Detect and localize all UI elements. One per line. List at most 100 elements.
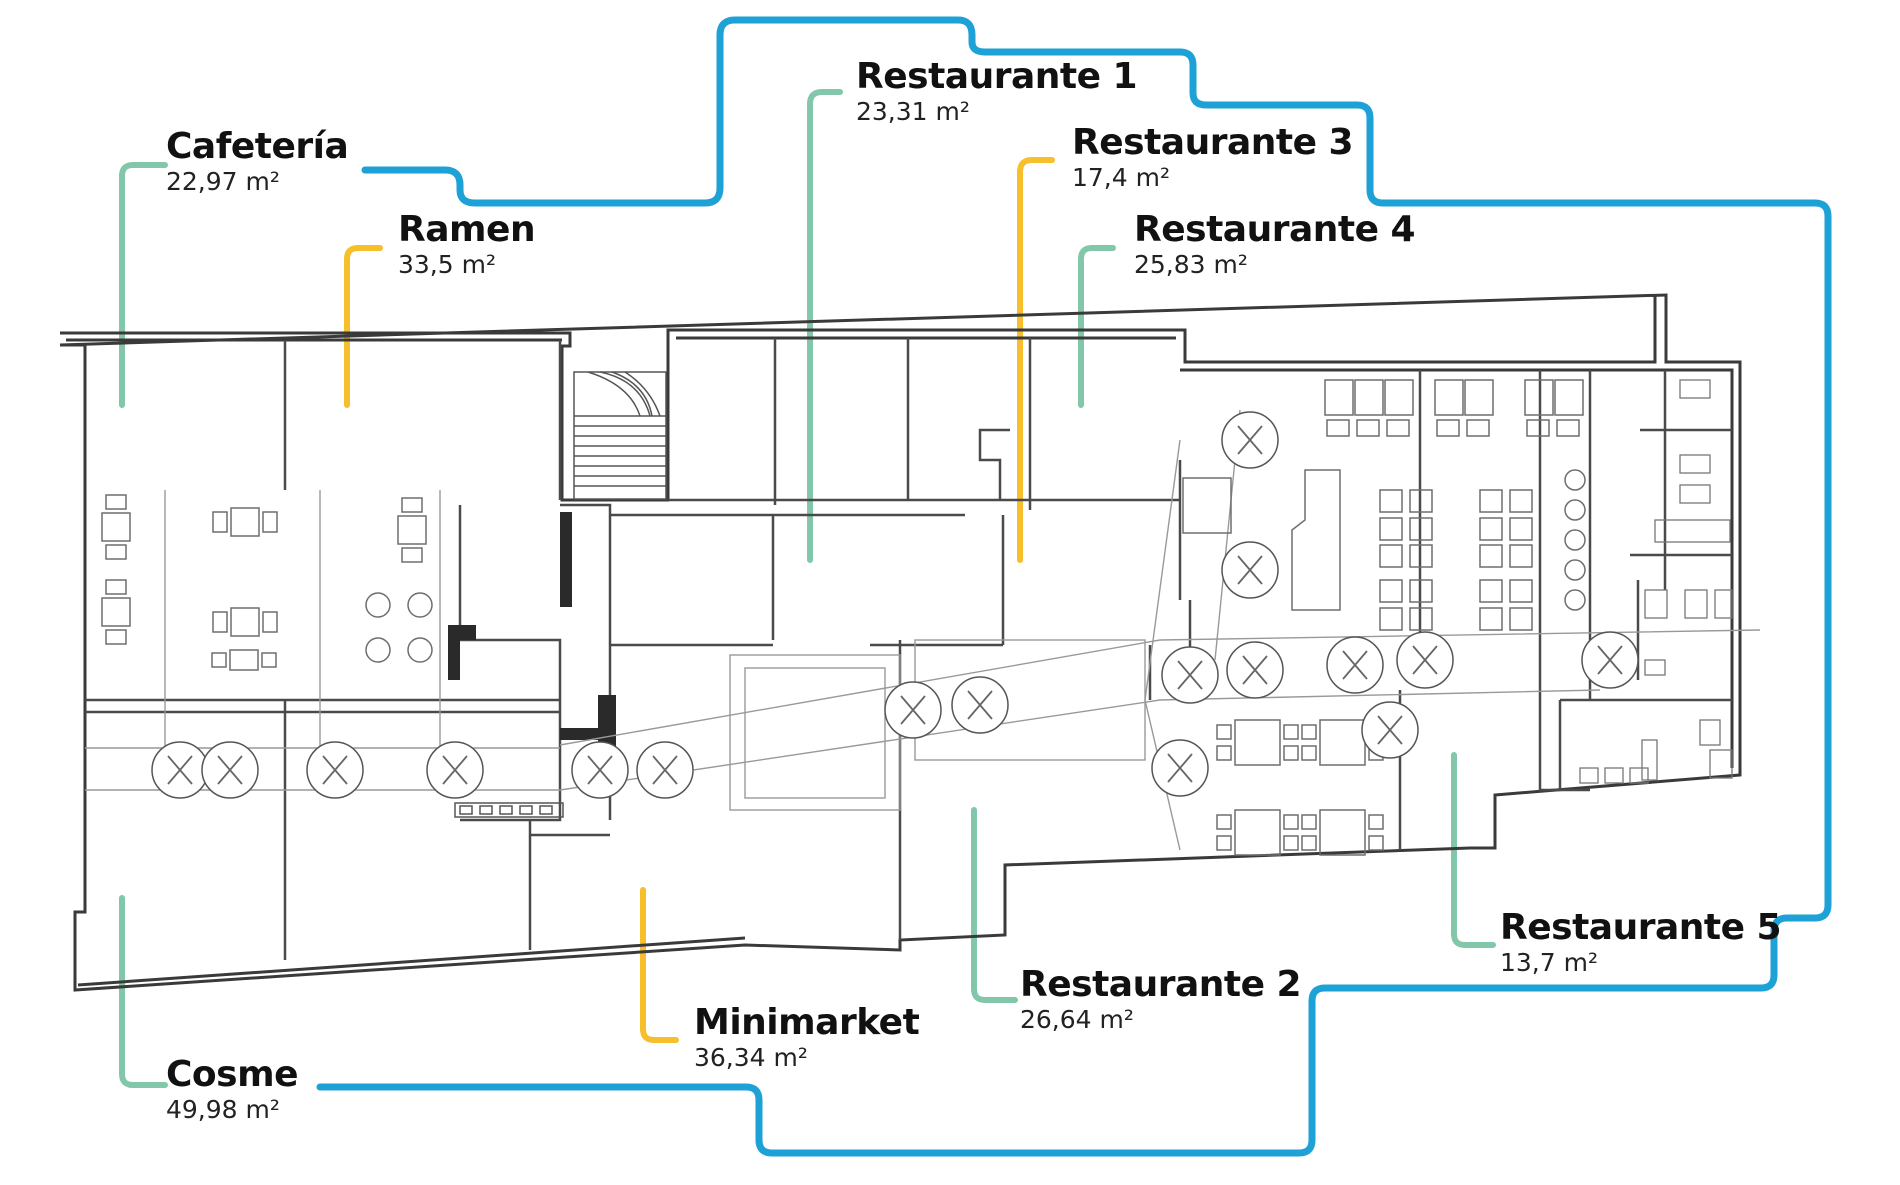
chair [1409, 517, 1433, 541]
wheelchair-icon [217, 755, 243, 785]
table [1524, 379, 1554, 416]
stool [1564, 589, 1586, 611]
display-shelf [454, 802, 564, 818]
label-restaurante-4: Restaurante 4 25,83 m² [1134, 210, 1416, 280]
stool [407, 592, 433, 618]
leader-restaurante-3 [1017, 157, 1055, 563]
chair [1326, 419, 1350, 437]
chair [1301, 745, 1317, 761]
stool [365, 592, 391, 618]
chair [1283, 814, 1299, 830]
chair [1386, 419, 1410, 437]
area-name: Restaurante 2 [1020, 964, 1302, 1005]
stool [365, 637, 391, 663]
label-restaurante-3: Restaurante 3 17,4 m² [1072, 123, 1354, 193]
area-size: 23,31 m² [856, 97, 970, 126]
table [1324, 379, 1354, 416]
stool [1564, 469, 1586, 491]
chair [105, 544, 127, 560]
chair [105, 579, 127, 595]
table [1554, 379, 1584, 416]
stool [1564, 499, 1586, 521]
chair [1368, 835, 1384, 851]
table [1464, 379, 1494, 416]
chair [212, 511, 228, 533]
chair [1509, 517, 1533, 541]
chair [1283, 724, 1299, 740]
area-name: Restaurante 1 [856, 56, 1138, 97]
chair [1301, 724, 1317, 740]
chair [1509, 544, 1533, 568]
area-size: 13,7 m² [1500, 948, 1598, 977]
label-restaurante-5: Restaurante 5 13,7 m² [1500, 908, 1782, 978]
label-minimarket: Minimarket 36,34 m² [694, 1003, 920, 1073]
wheelchair-icon [900, 695, 926, 725]
chair [1479, 517, 1503, 541]
table [397, 515, 427, 545]
table [1384, 379, 1414, 416]
area-size: 36,34 m² [694, 1043, 808, 1072]
stool [1564, 529, 1586, 551]
chair [105, 629, 127, 645]
chair [1436, 419, 1460, 437]
chair [1216, 724, 1232, 740]
table [230, 607, 260, 637]
chair [1466, 419, 1490, 437]
furniture [101, 379, 1586, 856]
chair [1379, 489, 1403, 513]
table [230, 507, 260, 537]
structural-columns [448, 512, 616, 755]
area-size: 26,64 m² [1020, 1005, 1134, 1034]
chair [1216, 814, 1232, 830]
chair [1283, 745, 1299, 761]
table [101, 512, 131, 542]
interior-walls [85, 338, 1732, 960]
wheelchair-icon [1242, 655, 1268, 685]
chair [401, 547, 423, 563]
chair [1368, 814, 1384, 830]
area-size: 22,97 m² [166, 167, 280, 196]
chair [105, 494, 127, 510]
chair [1379, 517, 1403, 541]
label-cafeteria: Cafetería 22,97 m² [166, 126, 349, 197]
leader-lines [119, 89, 1496, 1088]
chair [1479, 544, 1503, 568]
wheelchair-icon [322, 755, 348, 785]
table [1434, 379, 1464, 416]
label-cosme: Cosme 49,98 m² [166, 1054, 299, 1125]
wheelchair-icon [967, 690, 993, 720]
area-name: Cafetería [166, 126, 349, 167]
table [1319, 809, 1366, 856]
area-name: Cosme [166, 1054, 299, 1095]
chair [401, 497, 423, 513]
chair [1356, 419, 1380, 437]
chair [1409, 544, 1433, 568]
chair [1509, 607, 1533, 631]
chair [1556, 419, 1580, 437]
wheelchair-icon [652, 755, 678, 785]
leader-minimarket [640, 887, 679, 1043]
leader-cosme [119, 895, 168, 1088]
label-ramen: Ramen 33,5 m² [398, 210, 536, 280]
wheelchair-icon [1342, 650, 1368, 680]
table [229, 649, 259, 671]
wheelchair-icon [1167, 753, 1193, 783]
table [101, 597, 131, 627]
wheelchair-icon [1597, 645, 1623, 675]
chair [1379, 544, 1403, 568]
leader-restaurante-5 [1451, 752, 1496, 948]
leader-restaurante-4 [1078, 245, 1116, 408]
table [1354, 379, 1384, 416]
label-restaurante-1: Restaurante 1 23,31 m² [856, 56, 1138, 127]
chair [1479, 489, 1503, 513]
chair [211, 652, 227, 668]
wheelchair-icon [1177, 660, 1203, 690]
chair [1479, 607, 1503, 631]
staircase [573, 371, 667, 500]
restroom-fixtures [1579, 379, 1733, 784]
chair [1409, 489, 1433, 513]
chair [1379, 607, 1403, 631]
wheelchair-circles [151, 411, 1639, 799]
chair [1301, 835, 1317, 851]
